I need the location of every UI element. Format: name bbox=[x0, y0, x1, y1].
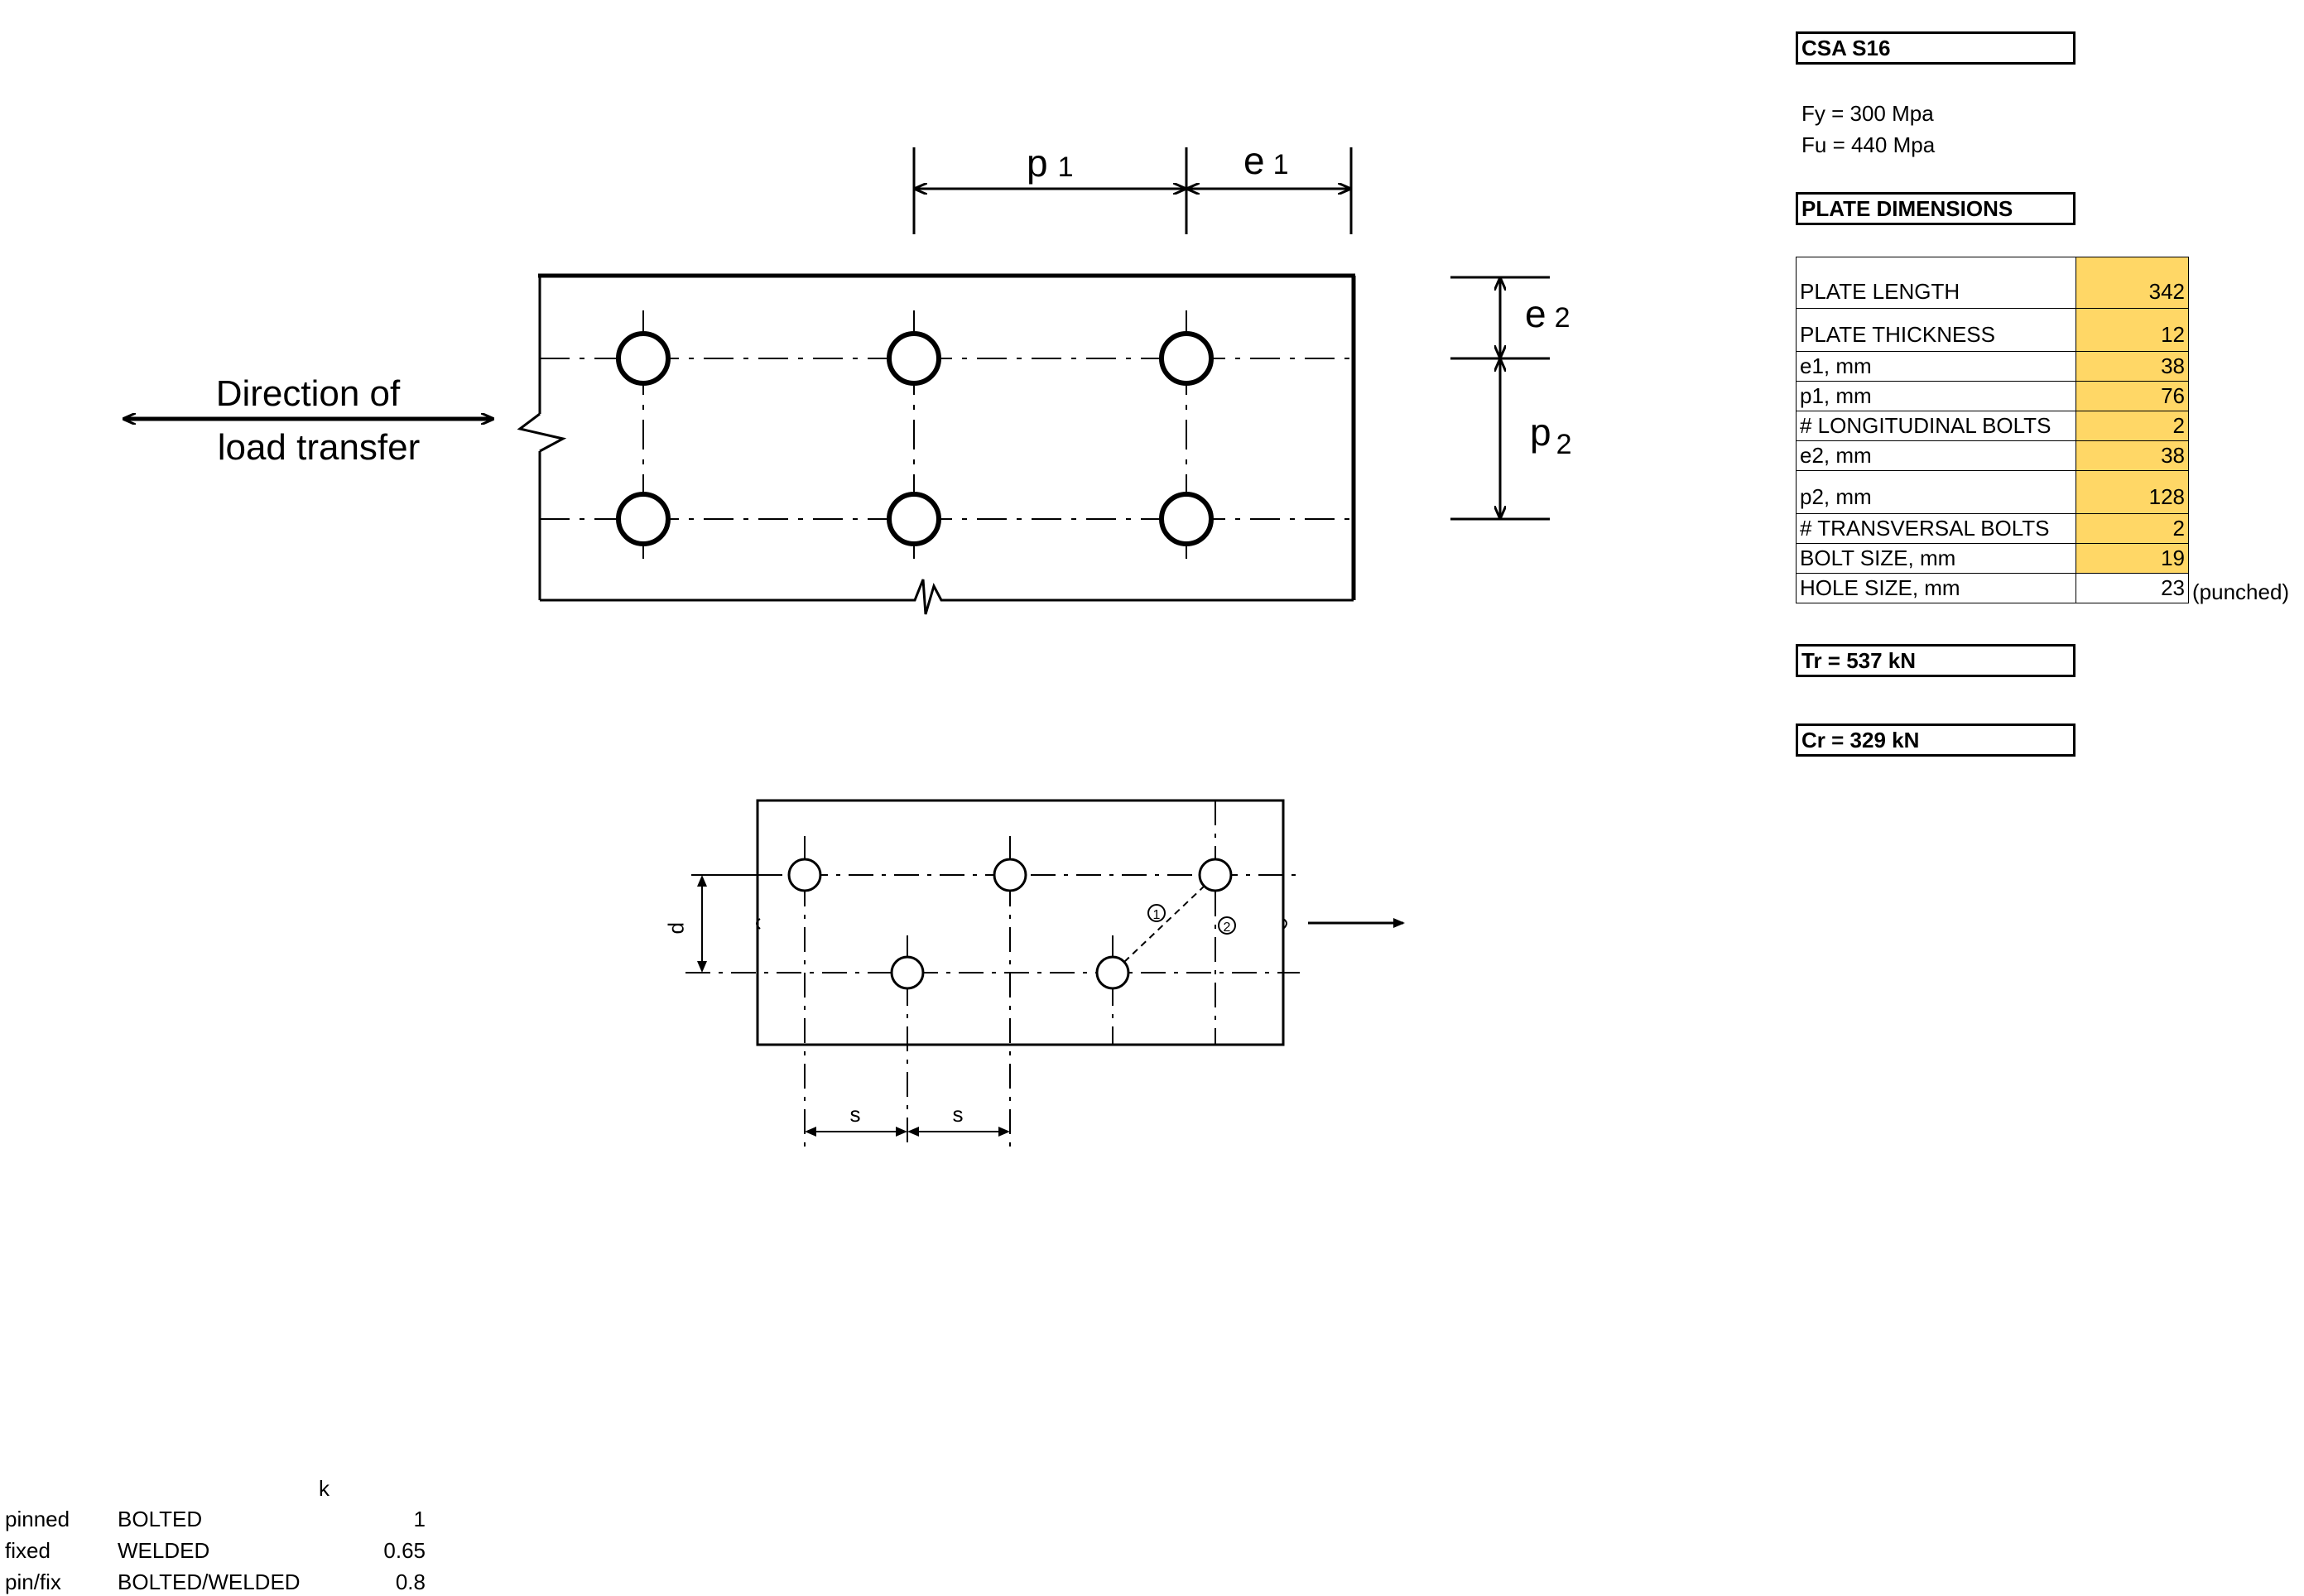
table-row: PLATE THICKNESS 12 bbox=[1796, 308, 2189, 352]
bolt-hole bbox=[616, 492, 671, 546]
dim-value-p2[interactable]: 128 bbox=[2076, 470, 2189, 514]
fu-value: Fu = 440 Mpa bbox=[1801, 132, 1936, 157]
tension-resistance-cell[interactable]: Tr = 537 kN bbox=[1796, 644, 2076, 677]
failure-path-line bbox=[1123, 885, 1205, 963]
bolt-hole bbox=[1159, 492, 1214, 546]
dim-value-bolt-size[interactable]: 19 bbox=[2076, 543, 2189, 574]
dim-label-hole-size: HOLE SIZE, mm bbox=[1796, 573, 2076, 603]
table-row: PLATE LENGTH 342 bbox=[1796, 257, 2189, 309]
dim-value-transversal-bolts[interactable]: 2 bbox=[2076, 513, 2189, 544]
bolt-hole bbox=[887, 331, 941, 386]
dim-value-longitudinal-bolts[interactable]: 2 bbox=[2076, 411, 2189, 441]
table-row: # LONGITUDINAL BOLTS 2 bbox=[1796, 411, 2189, 441]
code-cell[interactable]: CSA S16 bbox=[1796, 31, 2076, 65]
plate-outline bbox=[517, 273, 1356, 615]
dimensions-table: PLATE LENGTH 342 PLATE THICKNESS 12 e1, … bbox=[1796, 257, 2189, 603]
fy-value: Fy = 300 Mpa bbox=[1801, 101, 1934, 126]
dim-label-longitudinal-bolts: # LONGITUDINAL BOLTS bbox=[1796, 411, 2076, 441]
bolt-holes bbox=[616, 331, 1214, 546]
p1-e1-dimension bbox=[912, 147, 1353, 234]
dim-value-e2[interactable]: 38 bbox=[2076, 440, 2189, 471]
table-row: p2, mm 128 bbox=[1796, 470, 2189, 514]
lookup-k-bolted-welded: 0.8 bbox=[395, 1570, 426, 1594]
table-row: e1, mm 38 bbox=[1796, 351, 2189, 382]
dim-label-e2: e2, mm bbox=[1796, 440, 2076, 471]
svg-text:2: 2 bbox=[1224, 921, 1231, 935]
dim-label-bolt-size: BOLT SIZE, mm bbox=[1796, 543, 2076, 574]
table-row: e2, mm 38 bbox=[1796, 440, 2189, 471]
dim-label-p2: p2, mm bbox=[1796, 470, 2076, 514]
dim-value-e1[interactable]: 38 bbox=[2076, 351, 2189, 382]
s-label-2: s bbox=[953, 1102, 964, 1127]
lookup-type-welded: WELDED bbox=[118, 1538, 210, 1563]
dim-value-plate-thickness[interactable]: 12 bbox=[2076, 308, 2189, 352]
lookup-end-pinned: pinned bbox=[5, 1507, 70, 1531]
table-row: p1, mm 76 bbox=[1796, 381, 2189, 411]
lookup-end-pinfix: pin/fix bbox=[5, 1570, 61, 1594]
dim-value-hole-size[interactable]: 23 bbox=[2076, 573, 2189, 603]
dim-label-plate-thickness: PLATE THICKNESS bbox=[1796, 308, 2076, 352]
e2-p2-dimension bbox=[1450, 276, 1550, 521]
dim-value-plate-length[interactable]: 342 bbox=[2076, 257, 2189, 309]
p-dimension bbox=[691, 874, 758, 973]
hole-note: (punched) bbox=[2192, 579, 2290, 604]
plate2-holes bbox=[787, 858, 1233, 990]
load-label-line2: load transfer bbox=[218, 427, 421, 468]
lookup-header-k: k bbox=[319, 1476, 329, 1501]
load-label-line1: Direction of bbox=[216, 373, 401, 414]
dim-value-p1[interactable]: 76 bbox=[2076, 381, 2189, 411]
staggered-holes-diagram: 1 2 p s s bbox=[667, 799, 1405, 1151]
plate2-outline bbox=[756, 799, 1285, 1046]
lookup-type-bolted-welded: BOLTED/WELDED bbox=[118, 1570, 301, 1594]
lookup-end-fixed: fixed bbox=[5, 1538, 51, 1563]
compression-resistance-cell[interactable]: Cr = 329 kN bbox=[1796, 723, 2076, 757]
svg-text:1: 1 bbox=[1153, 908, 1161, 922]
table-row: HOLE SIZE, mm 23 bbox=[1796, 573, 2189, 603]
dim-label-transversal-bolts: # TRANSVERSAL BOLTS bbox=[1796, 513, 2076, 544]
path-marker-2: 2 bbox=[1218, 916, 1236, 935]
table-row: # TRANSVERSAL BOLTS 2 bbox=[1796, 513, 2189, 544]
p-label: p bbox=[667, 922, 692, 934]
lookup-k-bolted: 1 bbox=[413, 1507, 426, 1531]
lookup-k-welded: 0.65 bbox=[383, 1538, 426, 1563]
s-label-1: s bbox=[850, 1102, 861, 1127]
path-marker-1: 1 bbox=[1147, 904, 1166, 922]
dim-label-e1: e1, mm bbox=[1796, 351, 2076, 382]
lookup-type-bolted: BOLTED bbox=[118, 1507, 203, 1531]
dim-label-plate-length: PLATE LENGTH bbox=[1796, 257, 2076, 309]
bolt-hole bbox=[1159, 331, 1214, 386]
plate2-centerlines bbox=[685, 800, 1300, 1151]
bolt-hole bbox=[616, 331, 671, 386]
dim-label-p1: p1, mm bbox=[1796, 381, 2076, 411]
table-row: BOLT SIZE, mm 19 bbox=[1796, 543, 2189, 574]
bolt-hole bbox=[887, 492, 941, 546]
plate-dimensions-title: PLATE DIMENSIONS bbox=[1796, 192, 2076, 225]
